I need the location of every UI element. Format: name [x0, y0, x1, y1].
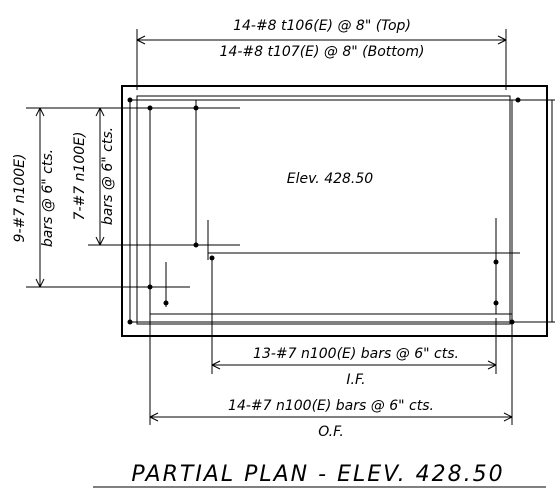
left-outer-label-1: 9-#7 n100E) — [12, 154, 28, 243]
bottom-outer-arrow-left — [149, 412, 159, 418]
left-inner-arrow-bottom — [95, 236, 101, 246]
rebar-dot — [127, 97, 133, 103]
rebar-dot — [493, 259, 499, 265]
top-bars-top-label: 14-#8 t106(E) @ 8" (Top) — [233, 18, 411, 34]
left-inner-label-1: 7-#7 n100E) — [72, 132, 88, 221]
left-outer-arrow-bottom — [35, 278, 41, 288]
bottom-outer-bars-label: 14-#7 n100(E) bars @ 6" cts. — [228, 398, 434, 414]
rebar-dot — [163, 300, 169, 306]
top-dim-arrow-left — [136, 35, 146, 41]
left-outer-label-2: bars @ 6" cts. — [40, 149, 56, 247]
left-outer-arrow-top — [35, 107, 41, 117]
bottom-outer-arrow-right — [503, 412, 513, 418]
left-inner-arrow-top — [99, 107, 105, 117]
top-bars-bottom-label: 14-#8 t107(E) @ 8" (Bottom) — [220, 44, 425, 60]
slab-outer-outline — [121, 85, 548, 337]
top-dim-arrow-right — [497, 35, 507, 41]
inner-face-label: I.F. — [346, 372, 365, 388]
bottom-outer-arrow-left — [149, 416, 159, 422]
bottom-outer-arrow-right — [503, 416, 513, 422]
bottom-inner-arrow-right — [487, 360, 497, 366]
top-dim-arrow-left — [136, 39, 146, 45]
outer-face-label: O.F. — [318, 424, 344, 440]
left-inner-label-2: bars @ 6" cts. — [100, 127, 116, 225]
rebar-dot — [493, 300, 499, 306]
plan-title: PARTIAL PLAN - ELEV. 428.50 — [131, 462, 504, 487]
bottom-inner-bars-label: 13-#7 n100(E) bars @ 6" cts. — [253, 346, 459, 362]
bottom-inner-arrow-left — [211, 360, 221, 366]
slab-inner-outline — [136, 95, 511, 325]
rebar-dot — [193, 105, 199, 111]
left-outer-arrow-bottom — [39, 278, 45, 288]
left-inner-arrow-bottom — [99, 236, 105, 246]
left-inner-arrow-top — [95, 107, 101, 117]
elevation-label: Elev. 428.50 — [287, 171, 373, 187]
bottom-inner-arrow-right — [487, 364, 497, 370]
rebar-dot — [127, 319, 133, 325]
left-outer-arrow-top — [39, 107, 45, 117]
bottom-inner-arrow-left — [211, 364, 221, 370]
top-dim-arrow-right — [497, 39, 507, 45]
